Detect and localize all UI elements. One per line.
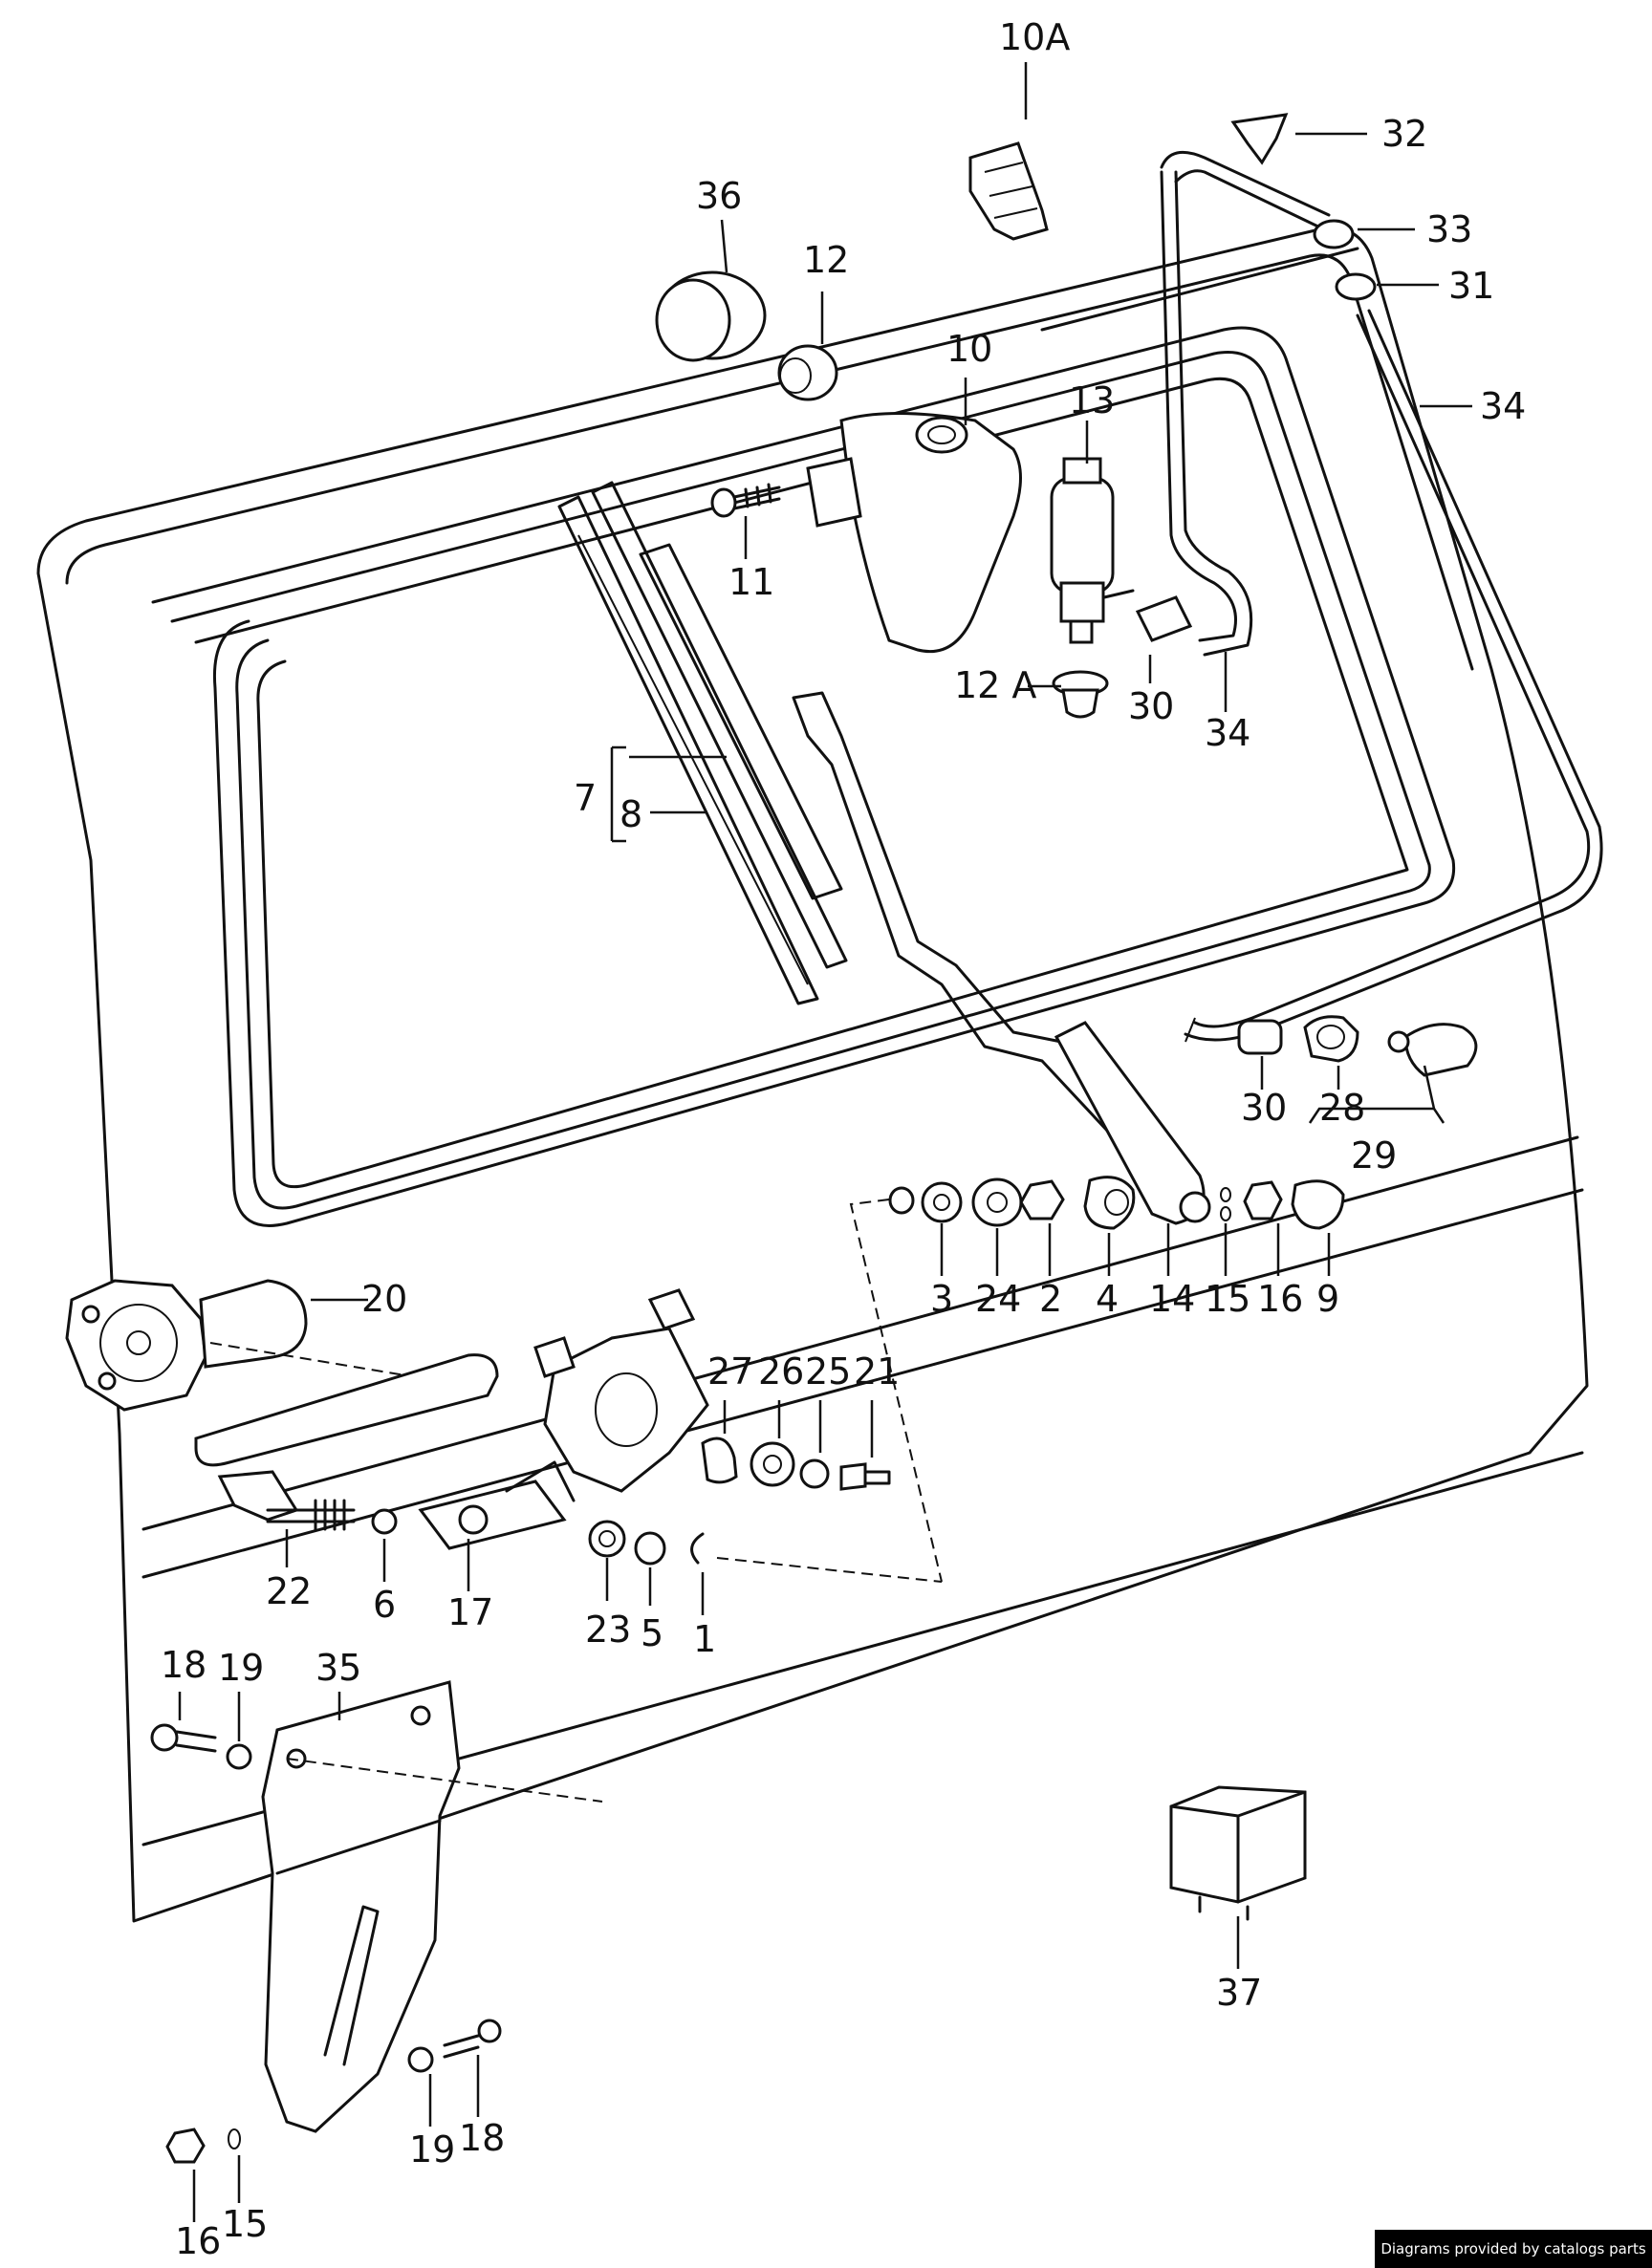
wiper-linkage xyxy=(194,1353,576,1550)
label-22: 22 xyxy=(266,1570,312,1612)
grommet-12 xyxy=(777,344,838,401)
label-36: 36 xyxy=(696,175,742,217)
callout-line-lower xyxy=(716,1557,943,1583)
grommet-33 xyxy=(1313,219,1355,249)
label-28: 28 xyxy=(1319,1087,1365,1129)
nut-16-lower xyxy=(165,2128,206,2164)
label-31: 31 xyxy=(1448,265,1494,307)
label-32: 32 xyxy=(1381,113,1427,155)
label-30-upper: 30 xyxy=(1128,685,1174,727)
clip-32 xyxy=(1230,113,1289,165)
label-27: 27 xyxy=(707,1350,753,1393)
credit-banner: Diagrams provided by catalogs parts xyxy=(1375,2230,1652,2268)
nozzle-grommet-28 xyxy=(1303,1015,1359,1063)
grommet-31 xyxy=(1335,272,1377,301)
label-14: 14 xyxy=(1149,1278,1195,1320)
hose-connector-30b xyxy=(1237,1019,1283,1055)
label-19-upper: 19 xyxy=(218,1647,264,1689)
label-18-upper: 18 xyxy=(161,1644,206,1686)
washer-pump xyxy=(1050,457,1135,644)
label-10: 10 xyxy=(946,328,992,370)
label-9: 9 xyxy=(1316,1278,1339,1320)
label-3: 3 xyxy=(930,1278,953,1320)
label-24: 24 xyxy=(975,1278,1021,1320)
washer-19-upper xyxy=(226,1743,252,1770)
label-15-lower: 15 xyxy=(222,2203,268,2245)
label-16-upper: 16 xyxy=(1257,1278,1303,1320)
label-7: 7 xyxy=(574,777,597,819)
mount-hardware xyxy=(588,1436,891,1566)
label-11: 11 xyxy=(728,561,774,603)
label-5: 5 xyxy=(641,1612,663,1654)
label-4: 4 xyxy=(1096,1278,1119,1320)
label-23: 23 xyxy=(585,1609,631,1651)
label-37: 37 xyxy=(1216,1972,1262,2014)
mounting-bracket-35 xyxy=(261,1680,461,2133)
wiper-motor xyxy=(65,1279,308,1412)
motor-leader-dash xyxy=(209,1342,441,1382)
label-30-lower: 30 xyxy=(1241,1087,1287,1129)
label-6: 6 xyxy=(373,1584,396,1626)
hose-connector-30a xyxy=(1135,595,1193,642)
leader-lines xyxy=(178,62,1472,2222)
bracket-clip-10a xyxy=(968,141,1049,241)
motor-mounting-plate xyxy=(533,1288,709,1493)
wiper-arm xyxy=(792,691,1211,1225)
label-10a: 10A xyxy=(999,16,1070,58)
bolt-18-lower xyxy=(443,2019,502,2059)
label-13: 13 xyxy=(1069,379,1115,421)
label-33: 33 xyxy=(1426,208,1472,250)
relay-37 xyxy=(1169,1785,1307,1921)
label-20: 20 xyxy=(361,1278,407,1320)
label-1: 1 xyxy=(693,1618,716,1660)
label-34-right: 34 xyxy=(1480,385,1526,427)
label-25: 25 xyxy=(805,1350,851,1393)
label-12: 12 xyxy=(803,239,849,281)
label-15-upper: 15 xyxy=(1205,1278,1250,1320)
label-16-lower: 16 xyxy=(175,2220,221,2262)
label-21: 21 xyxy=(854,1350,900,1393)
washer-nozzle xyxy=(1387,1023,1478,1077)
label-2: 2 xyxy=(1039,1278,1062,1320)
clip-15-lower xyxy=(228,2128,241,2149)
small-parts-row xyxy=(888,1176,1345,1230)
label-26: 26 xyxy=(758,1350,804,1393)
bolt-18-upper xyxy=(150,1723,217,1753)
washer-reservoir xyxy=(806,412,1022,654)
bracket-leader-dash xyxy=(286,1758,603,1803)
washer-hose xyxy=(1160,150,1603,1043)
label-17: 17 xyxy=(447,1591,493,1633)
label-12a: 12 A xyxy=(954,664,1036,706)
label-19-lower: 19 xyxy=(409,2128,455,2171)
label-8: 8 xyxy=(620,793,642,835)
label-34-lower: 34 xyxy=(1205,712,1250,754)
washer-19-lower xyxy=(407,2046,434,2073)
label-18-lower: 18 xyxy=(459,2117,505,2159)
grommet-12a xyxy=(1052,670,1109,719)
label-29: 29 xyxy=(1351,1134,1397,1177)
wiper-blade xyxy=(557,481,848,1005)
reservoir-cap xyxy=(655,270,767,362)
label-35: 35 xyxy=(315,1647,361,1689)
callout-line-upper xyxy=(849,1199,943,1583)
screw-11 xyxy=(710,483,781,518)
part-labels: 10A 32 36 12 33 31 10 34 13 11 12 A 30 3… xyxy=(161,16,1526,2262)
